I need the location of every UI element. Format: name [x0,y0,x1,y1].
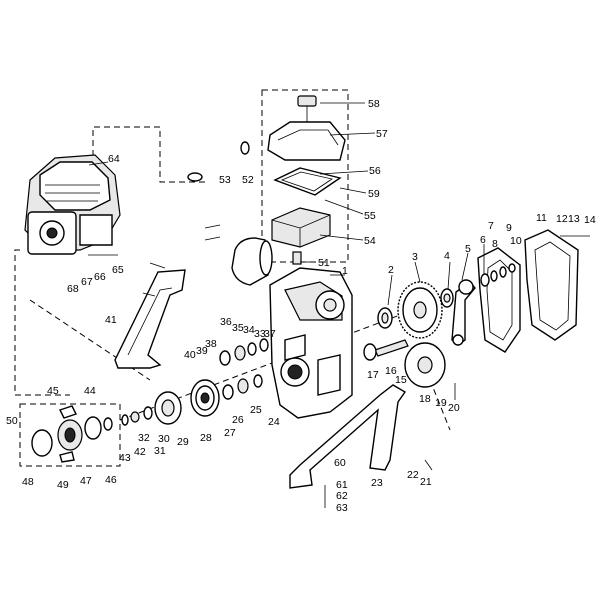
leader-lines [88,102,485,306]
bracket-lower-icon [289,384,407,489]
callout-56: 56 [369,165,381,177]
callout-8: 8 [492,238,498,250]
gasket-icon [477,229,579,353]
callout-19: 19 [435,397,447,409]
air-filter-icon [267,95,346,248]
callout-36: 36 [220,316,232,328]
callout-15: 15 [395,374,407,386]
bearing-small-icon [480,263,516,287]
bracket-icon [114,269,186,369]
callout-1: 1 [342,265,348,277]
callout-31: 31 [154,445,166,457]
callout-33: 33 [254,328,266,340]
bolt-axis [429,379,451,431]
engine-link-line [14,249,70,396]
callout-11: 11 [536,212,547,224]
callout-23: 23 [371,477,383,489]
callout-3: 3 [412,251,418,263]
gear-icon [397,281,443,339]
callout-61: 61 [336,479,348,491]
callout-25: 25 [250,404,262,416]
breather-hose-icon [187,141,250,182]
callout-57: 57 [376,128,388,140]
callout-46: 46 [105,474,117,486]
callout-21: 21 [420,476,432,488]
callout-39: 39 [196,345,208,357]
callout-63: 63 [336,502,348,514]
callout-66: 66 [94,271,106,283]
callout-48: 48 [22,476,34,488]
callout-42: 42 [134,446,146,458]
callout-16: 16 [385,365,397,377]
callout-12: 12 [556,213,568,225]
callout-10: 10 [510,235,522,247]
callout-68: 68 [67,283,79,295]
callout-64: 64 [108,153,120,165]
bearing-icon [377,288,454,329]
callout-18: 18 [419,393,431,405]
callout-51: 51 [318,257,330,269]
callout-13: 13 [568,213,580,225]
pulley-icon [121,374,263,426]
callout-52: 52 [242,174,254,186]
fastener-icon [88,224,590,508]
callout-59: 59 [368,188,380,200]
callout-22: 22 [407,469,419,481]
clutch-group-box [19,403,121,467]
cover-plate-icon [404,342,446,388]
callout-58: 58 [368,98,380,110]
callout-6: 6 [480,234,486,246]
callout-26: 26 [232,414,244,426]
gearbox-housing-icon [269,267,353,419]
callout-41: 41 [105,314,117,326]
callout-67: 67 [81,276,93,288]
callout-24: 24 [268,416,280,428]
callout-45: 45 [47,385,59,397]
callout-50: 50 [6,415,18,427]
callout-5: 5 [465,243,471,255]
engine-icon [24,154,121,255]
shaft-icon [363,339,409,361]
callout-9: 9 [506,222,512,234]
callout-47: 47 [80,475,92,487]
callout-4: 4 [444,250,450,262]
callout-53: 53 [219,174,231,186]
callout-32: 32 [138,432,150,444]
pulley-cover-icon [231,237,302,286]
callout-34: 34 [243,324,255,336]
callout-20: 20 [448,402,460,414]
callout-14: 14 [584,214,596,226]
callout-17: 17 [367,369,379,381]
callout-28: 28 [200,432,212,444]
breather-hose-link [92,126,205,183]
callout-60: 60 [334,457,346,469]
callout-44: 44 [84,385,96,397]
callout-2: 2 [388,264,394,276]
callout-49: 49 [57,479,69,491]
callout-43: 43 [119,452,131,464]
callout-40: 40 [184,349,196,361]
callout-29: 29 [177,436,189,448]
bearing-row-icon [219,338,269,366]
callout-55: 55 [364,210,376,222]
clutch-icon [31,405,113,463]
callout-65: 65 [112,264,124,276]
callout-27: 27 [224,427,236,439]
callout-37: 37 [264,328,276,340]
callout-labels: 1 2 3 4 5 6 7 8 9 10 11 12 13 14 15 16 1… [6,98,596,514]
con-rod-icon [451,279,476,346]
callout-38: 38 [205,338,217,350]
callout-30: 30 [158,433,170,445]
callout-7: 7 [488,220,494,232]
callout-54: 54 [364,235,376,247]
callout-62: 62 [336,490,348,502]
callout-35: 35 [232,322,244,334]
